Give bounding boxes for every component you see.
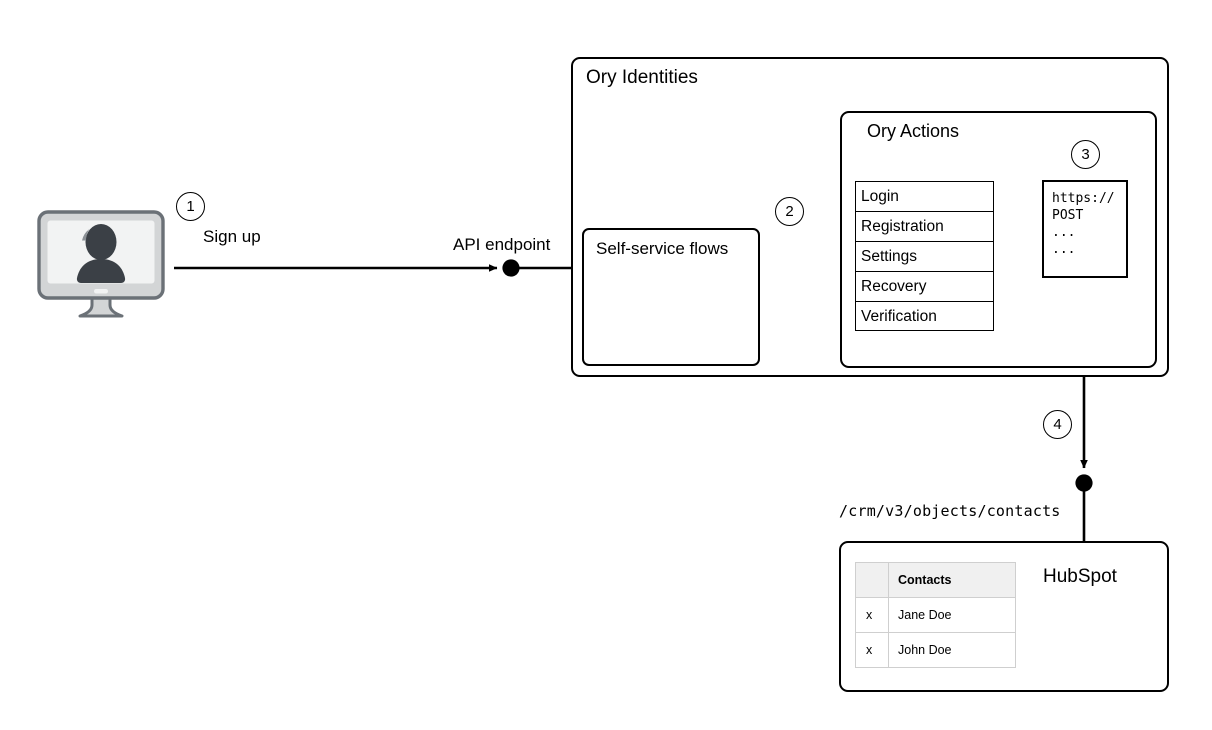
flow-item-settings[interactable]: Settings	[856, 242, 993, 272]
row-mark: x	[855, 632, 889, 668]
hubspot-title: HubSpot	[1043, 566, 1117, 587]
flow-item-login[interactable]: Login	[856, 182, 993, 212]
row-mark: x	[855, 597, 889, 633]
flow-item-verification[interactable]: Verification	[856, 302, 993, 332]
api-endpoint-label: API endpoint	[453, 235, 551, 254]
flow-item-label: Recovery	[861, 277, 927, 295]
table-row[interactable]: x John Doe	[855, 632, 1016, 668]
step-marker-3: 3	[1071, 140, 1100, 169]
row-contact-name: Jane Doe	[888, 597, 1016, 633]
step-marker-4: 4	[1043, 410, 1072, 439]
flows-list: Login Registration Settings Recovery Ver…	[855, 181, 994, 331]
table-header-row: Contacts	[855, 562, 1016, 598]
ory-actions-title: Ory Actions	[867, 121, 960, 141]
table-header-mark	[855, 562, 889, 598]
self-service-flows-title: Self-service flows	[596, 239, 729, 258]
table-header-contacts: Contacts	[888, 562, 1016, 598]
monitor-user-icon	[37, 210, 165, 318]
contacts-table: Contacts x Jane Doe x John Doe	[855, 562, 1016, 668]
step-marker-2: 2	[775, 197, 804, 226]
hubspot-endpoint-path: /crm/v3/objects/contacts	[839, 502, 1061, 520]
webhook-line-ellipsis-2: ...	[1052, 242, 1076, 257]
step-marker-1: 1	[176, 192, 205, 221]
webhook-line-ellipsis-1: ...	[1052, 225, 1076, 240]
flow-item-label: Settings	[861, 247, 918, 265]
webhook-payload-box: https:// POST ... ...	[1042, 180, 1128, 278]
row-contact-name: John Doe	[888, 632, 1016, 668]
signup-label: Sign up	[203, 227, 261, 246]
flow-item-label: Registration	[861, 217, 944, 235]
flow-item-registration[interactable]: Registration	[856, 212, 993, 242]
flow-item-label: Login	[861, 187, 899, 205]
table-row[interactable]: x Jane Doe	[855, 597, 1016, 633]
flow-item-recovery[interactable]: Recovery	[856, 272, 993, 302]
webhook-line-url: https://	[1052, 191, 1115, 206]
avatar-silhouette	[76, 224, 126, 283]
ory-identities-title: Ory Identities	[586, 67, 698, 88]
webhook-line-method: POST	[1052, 208, 1084, 223]
flow-item-label: Verification	[861, 308, 937, 325]
self-service-flows-box	[582, 228, 760, 366]
